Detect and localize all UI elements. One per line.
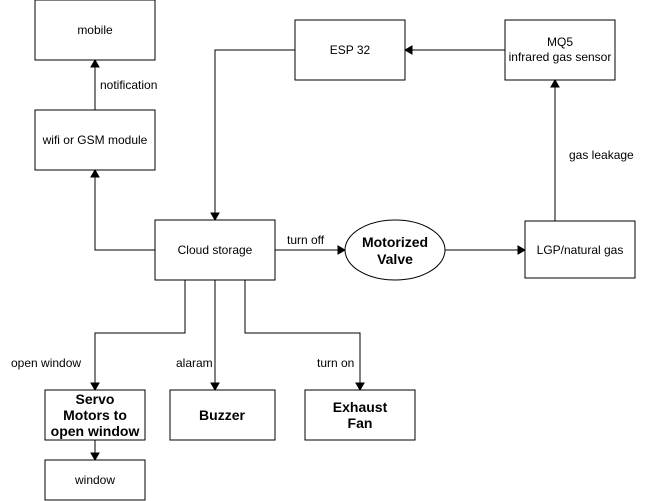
edge-wifi-to-mobile: [90, 58, 100, 110]
node-window: window: [44, 459, 146, 501]
node-window-label: window: [74, 473, 115, 487]
node-esp32-label: ESP 32: [330, 43, 371, 57]
edge-valve-to-lpg: [445, 245, 527, 255]
node-servo-motors: Servo Motors to open window: [44, 389, 146, 441]
node-mq5-label-line1: MQ5: [547, 35, 573, 49]
node-mq5-label-line2: infrared gas sensor: [509, 50, 612, 64]
node-buzzer: Buzzer: [169, 389, 276, 441]
edge-cloud-to-servo: [90, 280, 186, 392]
edge-esp32-to-cloud: [210, 49, 295, 222]
node-fan-label-line2: Fan: [348, 415, 373, 431]
edge-cloud-to-wifi: [90, 168, 155, 251]
node-cloud-label: Cloud storage: [178, 243, 253, 257]
node-mq5-sensor: MQ5 infrared gas sensor: [504, 19, 616, 81]
edge-cloud-to-valve: [275, 245, 347, 255]
edge-cloud-to-fan: [244, 280, 365, 392]
edge-label-notification: notification: [100, 78, 157, 92]
node-mobile-label: mobile: [77, 23, 113, 37]
edge-label-turn-off: turn off: [287, 233, 325, 247]
node-cloud-storage: Cloud storage: [154, 219, 276, 281]
node-valve-label-line1: Motorized: [362, 234, 428, 250]
edge-label-open-window: open window: [11, 356, 81, 370]
node-servo-label-line3: open window: [51, 423, 140, 439]
edge-label-gas-leakage: gas leakage: [569, 148, 634, 162]
node-esp32: ESP 32: [294, 19, 406, 81]
node-valve-label-line2: Valve: [377, 251, 413, 267]
node-lpg-label: LGP/natural gas: [537, 243, 624, 257]
node-wifi-gsm-module: wifi or GSM module: [34, 109, 156, 171]
node-lpg-natural-gas: LGP/natural gas: [524, 220, 636, 279]
node-motorized-valve: Motorized Valve: [344, 219, 446, 281]
node-mobile: mobile: [34, 0, 156, 61]
node-servo-label-line2: Motors to: [63, 407, 127, 423]
edge-servo-to-window: [90, 440, 100, 462]
node-servo-label-line1: Servo: [76, 391, 115, 407]
node-wifi-gsm-label: wifi or GSM module: [42, 133, 148, 147]
edge-label-turn-on: turn on: [317, 356, 354, 370]
edge-cloud-to-buzzer: [210, 280, 220, 392]
edge-mq5-to-esp32: [403, 45, 505, 55]
edge-lpg-to-mq5: [550, 78, 560, 221]
edge-label-alaram: alaram: [176, 356, 213, 370]
node-fan-label-line1: Exhaust: [333, 399, 388, 415]
node-exhaust-fan: Exhaust Fan: [304, 389, 416, 441]
node-buzzer-label: Buzzer: [199, 407, 245, 423]
